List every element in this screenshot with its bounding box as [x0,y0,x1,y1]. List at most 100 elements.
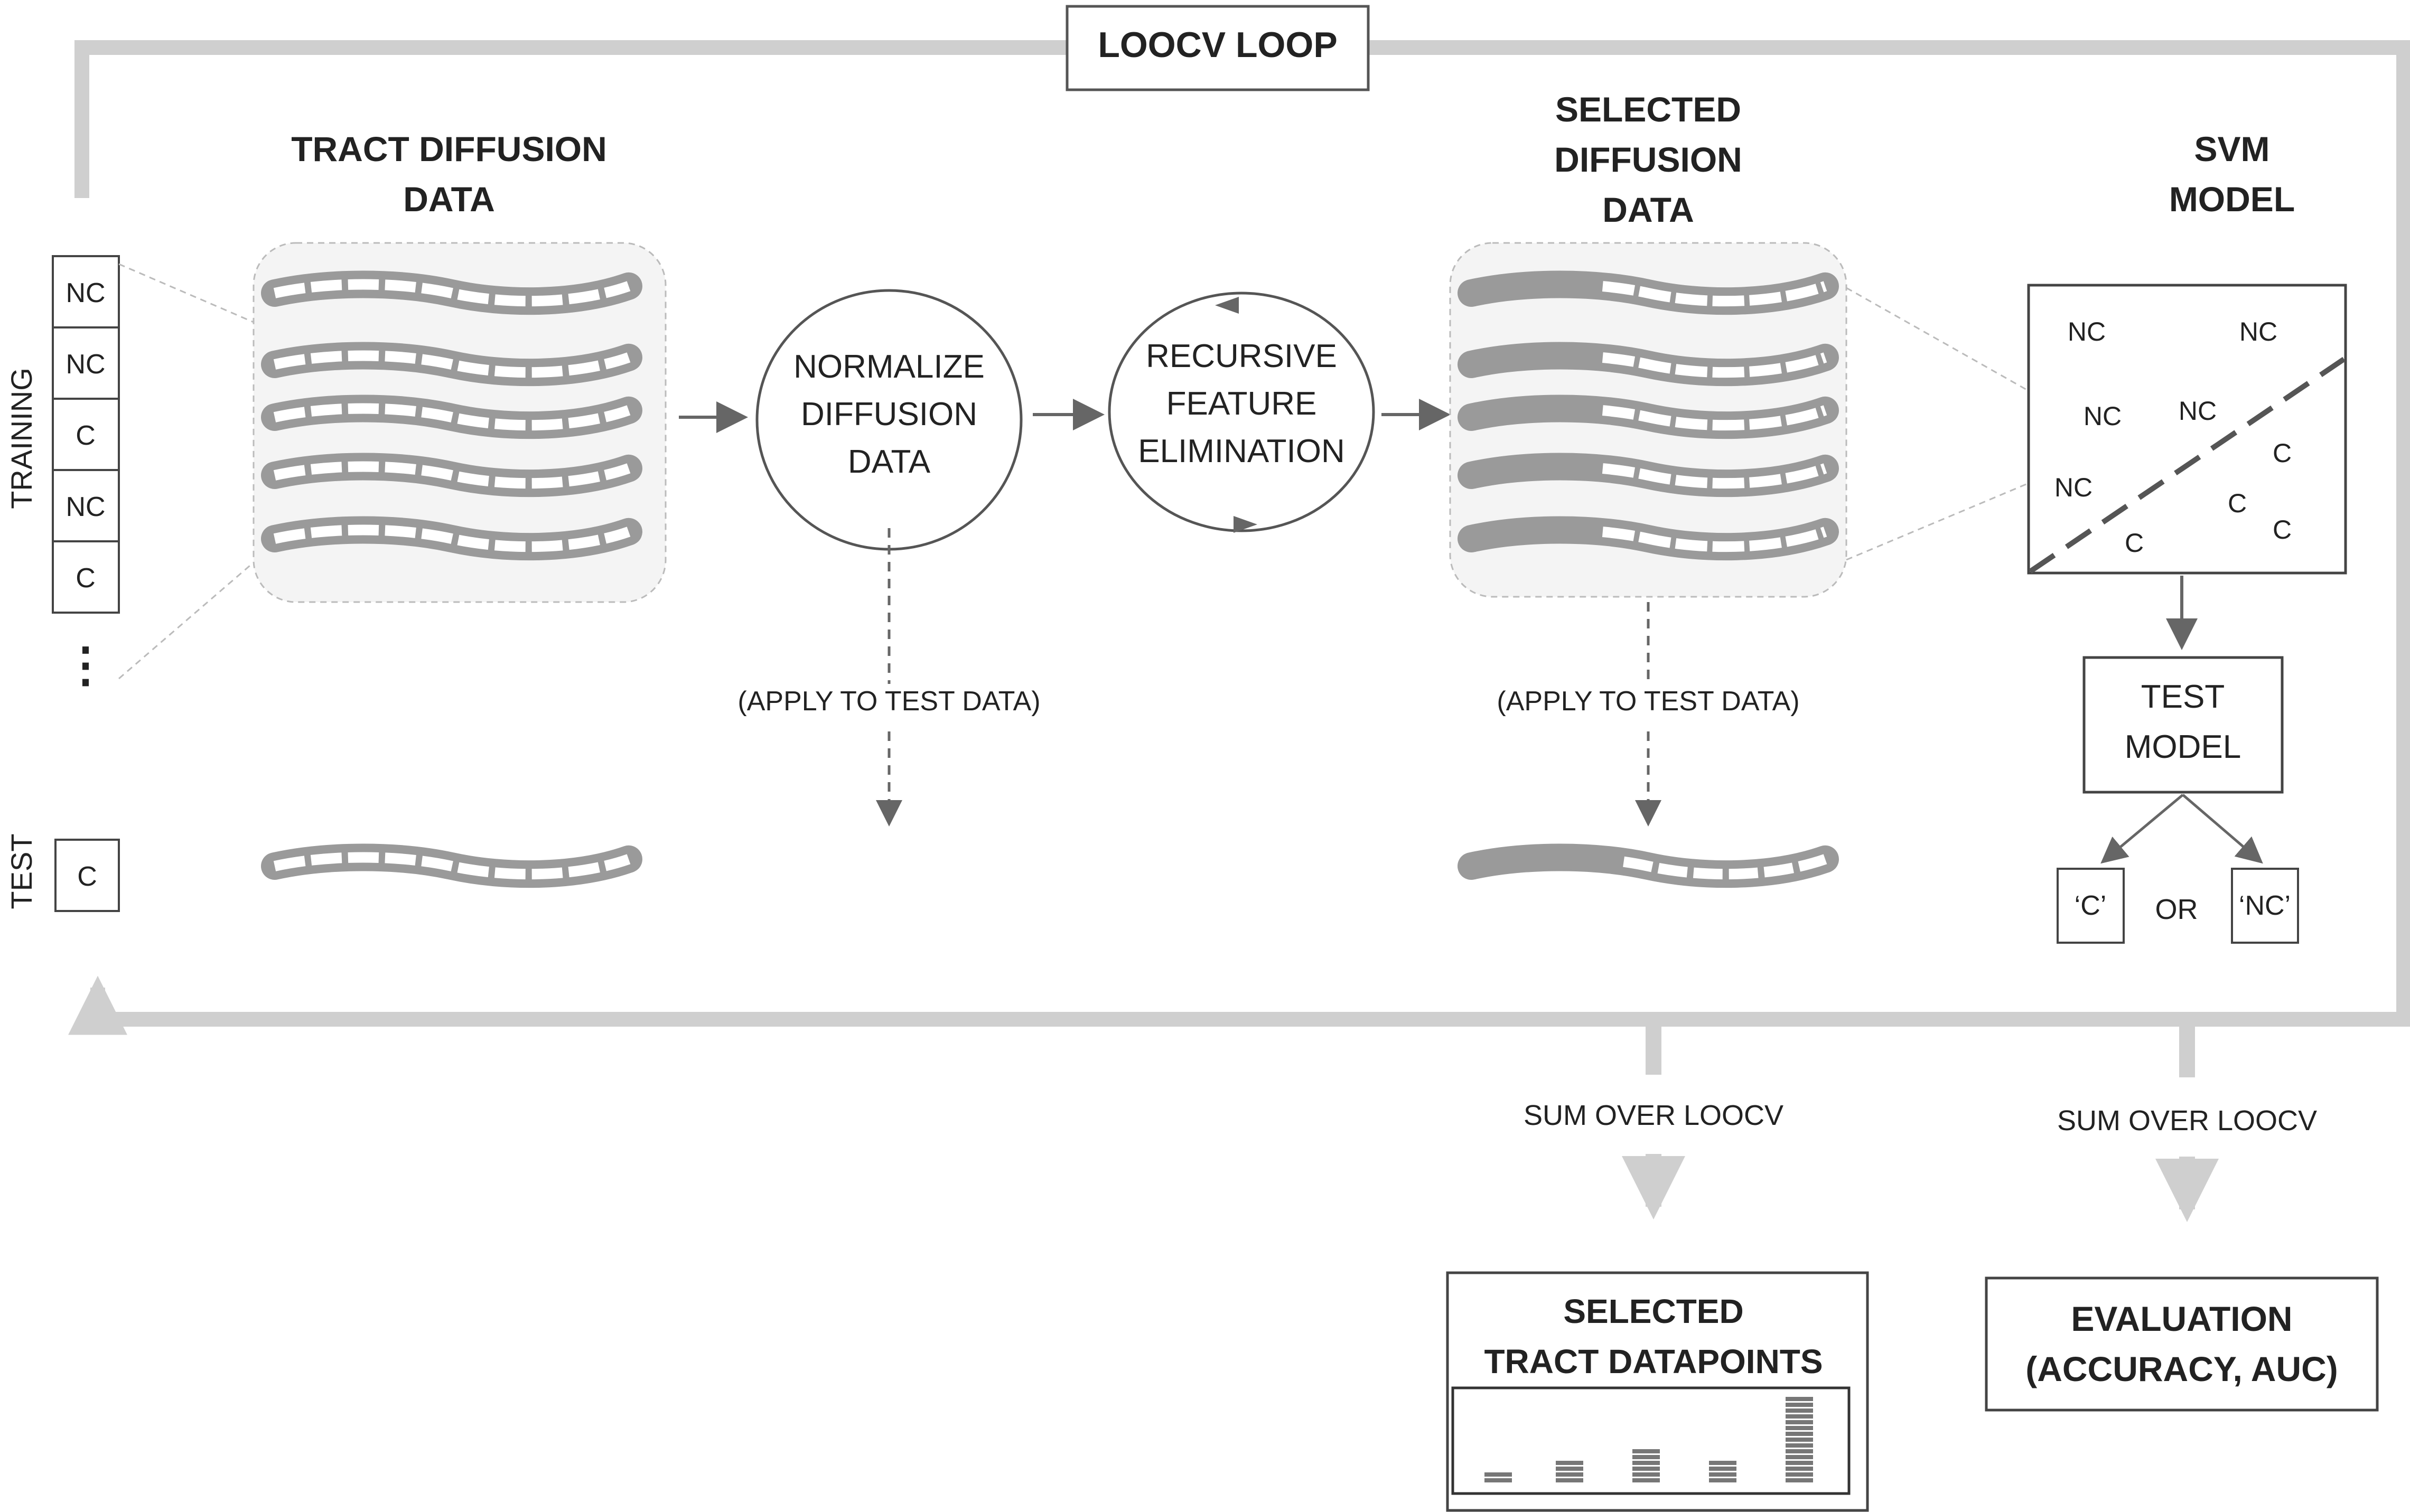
histogram-block [1786,1408,1813,1413]
histogram-block [1786,1455,1813,1459]
tract-strand [1458,516,1839,561]
training-label: NC [66,349,105,380]
selected-title-line-3: DATA [1602,190,1694,229]
histogram-block [1786,1397,1813,1401]
training-subject-stack: NC NC C NC C ⋮ [52,255,120,692]
svm-point-label: C [2125,528,2144,558]
rfe-line-2: FEATURE [1166,386,1317,422]
histogram-block [1556,1461,1583,1465]
svm-title-line-1: SVM [2194,129,2269,168]
tract-strand [261,516,642,561]
test-model-box: TEST MODEL [2082,656,2284,794]
histogram-block [1484,1472,1512,1477]
normalize-line-3: DATA [848,444,931,480]
tract-strand [261,395,642,439]
cycle-arrow-bottom [1234,516,1257,533]
svm-title-line-2: MODEL [2169,180,2295,219]
histogram-block [1632,1461,1660,1465]
sum-label-2: SUM OVER LOOCV [2057,1105,2317,1137]
test-subject: C [54,839,120,912]
cycle-arrow-top [1215,297,1239,314]
histogram-block [1786,1403,1813,1407]
training-label: NC [66,278,105,308]
histogram-block [1632,1449,1660,1453]
histogram-block [1632,1472,1660,1477]
evaluation-line-2: (ACCURACY, AUC) [2025,1349,2338,1388]
rfe-line-1: RECURSIVE [1146,338,1337,374]
training-cell [52,255,120,328]
apply-label-2: (APPLY TO TEST DATA) [1497,686,1799,717]
tract-strand [261,270,642,315]
rfe-line-3: ELIMINATION [1138,433,1345,469]
datapoints-title-line-2: TRACT DATAPOINTS [1484,1342,1823,1380]
svm-point-label: NC [2054,473,2093,502]
tract-title-line-2: DATA [403,180,495,219]
evaluation-line-1: EVALUATION [2071,1299,2292,1338]
selected-test-tract [1458,843,1839,888]
histogram-block [1709,1467,1736,1471]
normalize-line-2: DIFFUSION [801,396,977,433]
histogram-block [1484,1478,1512,1482]
rfe-node: RECURSIVE FEATURE ELIMINATION [1108,292,1375,533]
arrow-to-c [2100,794,2184,864]
tract-strand [1458,270,1839,315]
outcome-c-box: ‘C’ [2057,868,2125,944]
outcome-or: OR [2155,894,2198,925]
tract-title-line-1: TRACT DIFFUSION [291,129,607,168]
tract-bundle [261,270,642,561]
outcome-nc-box: ‘NC’ [2231,868,2299,944]
histogram-block [1556,1478,1583,1482]
histogram-block [1786,1420,1813,1424]
tract-diffusion-panel [253,242,667,603]
tract-strand [261,843,642,888]
training-label: C [76,420,96,451]
ellipsis: ⋮ [62,639,109,692]
outcome-c: ‘C’ [2075,890,2107,921]
datapoints-box: SELECTED TRACT DATAPOINTS [1446,1271,1869,1512]
tract-strand [261,453,642,497]
selected-title-line-2: DIFFUSION [1554,140,1742,179]
histogram-block [1709,1461,1736,1465]
selected-diffusion-panel [1449,242,1847,598]
histogram-block [1786,1432,1813,1436]
histogram-block [1709,1472,1736,1477]
loop-label: LOOCV LOOP [1098,25,1337,65]
histogram-block [1786,1472,1813,1477]
selected-tract-bundle [1458,270,1839,561]
svm-point-label: NC [2084,401,2122,431]
test-tract [261,843,642,888]
histogram-block [1786,1426,1813,1430]
apply-label-1: (APPLY TO TEST DATA) [737,686,1040,717]
training-cell [52,540,120,614]
svm-point-label: C [2228,489,2247,518]
test-model-line-2: MODEL [2125,729,2241,765]
test-axis-label: TEST [5,833,38,909]
evaluation-box: EVALUATION (ACCURACY, AUC) [1985,1276,2379,1412]
svm-plot: NC NC NC NC NC C C C C [2027,284,2347,575]
test-label: C [77,861,97,892]
zoom-lines [118,263,2029,680]
tract-strand [1458,843,1839,888]
sum-label-1: SUM OVER LOOCV [1524,1100,1783,1131]
loop-label-box: LOOCV LOOP [1066,5,1370,91]
histogram-block [1786,1414,1813,1419]
svm-point-label: C [2273,515,2292,544]
histogram-block [1786,1467,1813,1471]
histogram-block [1786,1449,1813,1453]
svm-point-label: NC [2068,317,2106,346]
histogram-block [1632,1467,1660,1471]
svm-point-label: C [2273,438,2292,468]
normalize-node: NORMALIZE DIFFUSION DATA [755,289,1023,551]
histogram-block [1786,1461,1813,1465]
arrow-to-nc [2182,794,2263,864]
training-cell [52,326,120,400]
svm-point-label: NC [2239,317,2277,346]
histogram-block [1786,1443,1813,1448]
histogram-block [1632,1455,1660,1459]
tract-strand [261,342,642,387]
histogram-block [1556,1472,1583,1477]
selected-title-line-1: SELECTED [1555,90,1741,129]
training-axis-label: TRAINING [5,368,38,509]
histogram-block [1632,1478,1660,1482]
